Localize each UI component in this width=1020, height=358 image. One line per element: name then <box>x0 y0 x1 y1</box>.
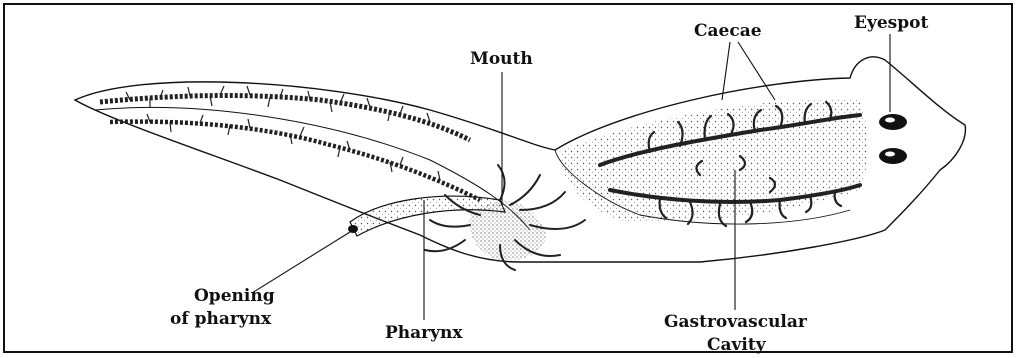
opening-leader <box>252 232 350 293</box>
caecae-leader-2 <box>738 42 775 100</box>
label-gastro-line2: Cavity <box>707 335 767 355</box>
caecae-leader-1 <box>722 42 730 100</box>
label-opening-line2: of pharynx <box>170 309 272 329</box>
label-caecae: Caecae <box>694 21 762 41</box>
label-opening-line1: Opening <box>194 286 275 306</box>
label-gastro-line1: Gastrovascular <box>664 312 808 332</box>
label-pharynx: Pharynx <box>385 323 463 343</box>
label-mouth: Mouth <box>470 49 533 69</box>
label-eyespot: Eyespot <box>854 13 928 33</box>
eyespots <box>879 114 907 164</box>
posterior-branch-outline <box>95 107 530 230</box>
